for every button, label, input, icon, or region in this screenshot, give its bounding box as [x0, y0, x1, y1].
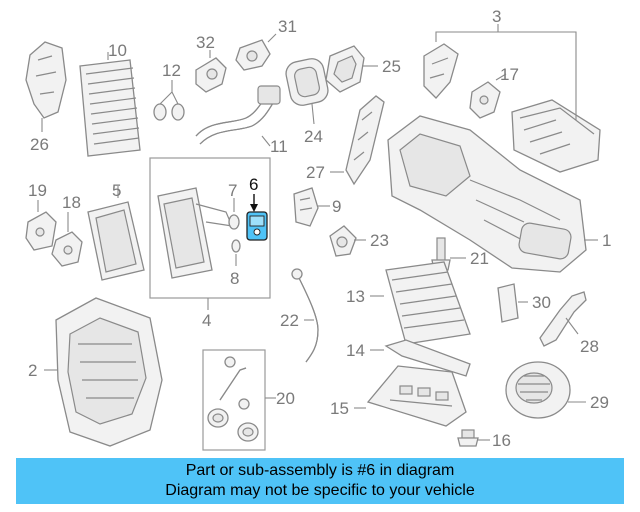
part-23: [329, 225, 366, 257]
part-8: [231, 239, 241, 266]
part-18: [51, 212, 83, 267]
part-29: [505, 361, 586, 419]
callout-32: 32: [196, 33, 215, 52]
caption-bar: Part or sub-assembly is #6 in diagram Di…: [16, 458, 624, 504]
part-1: [387, 115, 598, 273]
part-30: [497, 283, 528, 323]
callout-17: 17: [500, 65, 519, 84]
callout-27: 27: [306, 163, 325, 182]
part-10: [79, 52, 141, 157]
callout-21: 21: [470, 249, 489, 268]
part-15: [354, 365, 467, 427]
callout-26: 26: [30, 135, 49, 154]
callout-5: 5: [112, 181, 121, 200]
callout-24: 24: [304, 127, 323, 146]
part-11: [195, 85, 281, 147]
callout-22: 22: [280, 311, 299, 330]
part-20-box: [202, 349, 266, 451]
part-6: [246, 194, 268, 241]
part-17: [469, 73, 507, 119]
part-14: [370, 339, 471, 377]
callout-16: 16: [492, 431, 511, 450]
parts-diagram: 1 2 3 4 5 6 7 8 9 10 11 12 13 14 15 16 1…: [25, 7, 611, 451]
part-32: [195, 50, 227, 93]
part-12: [153, 80, 185, 121]
part-4-box: [149, 157, 271, 299]
callout-28: 28: [580, 337, 599, 356]
part-19: [25, 200, 57, 251]
part-2: [44, 297, 163, 447]
caption-line-1: Part or sub-assembly is #6 in diagram: [185, 462, 455, 479]
part-27: [330, 95, 385, 186]
part-20: [207, 356, 276, 442]
callout-15: 15: [330, 399, 349, 418]
callout-30: 30: [532, 293, 551, 312]
callout-11: 11: [270, 137, 288, 156]
part-28: [539, 291, 587, 347]
callout-18: 18: [62, 193, 81, 212]
callout-6: 6: [249, 175, 258, 194]
part-26: [25, 41, 67, 132]
callout-4: 4: [202, 311, 211, 330]
callout-20: 20: [276, 389, 295, 408]
callout-8: 8: [230, 269, 239, 288]
part-25: [325, 45, 378, 93]
part-22: [291, 268, 319, 363]
part-16: [457, 429, 490, 447]
callout-12: 12: [162, 61, 181, 80]
callout-23: 23: [370, 231, 389, 250]
callout-1: 1: [602, 231, 611, 250]
callout-31: 31: [278, 17, 297, 36]
callout-14: 14: [346, 341, 365, 360]
part-24: [285, 58, 329, 125]
callout-10: 10: [108, 41, 127, 60]
callout-2: 2: [28, 361, 37, 380]
part-3: [423, 24, 601, 173]
part-5: [87, 186, 145, 281]
part-7: [228, 198, 240, 230]
callout-3: 3: [492, 7, 501, 26]
part-31: [235, 33, 277, 71]
callout-13: 13: [346, 287, 365, 306]
caption-line-2: Diagram may not be specific to your vehi…: [165, 482, 475, 499]
part-13: [370, 261, 471, 345]
part-9: [293, 187, 330, 227]
part-4: [157, 187, 233, 310]
callout-25: 25: [382, 57, 401, 76]
callout-9: 9: [332, 197, 341, 216]
callout-19: 19: [28, 181, 47, 200]
callout-29: 29: [590, 393, 609, 412]
callout-7: 7: [228, 181, 237, 200]
